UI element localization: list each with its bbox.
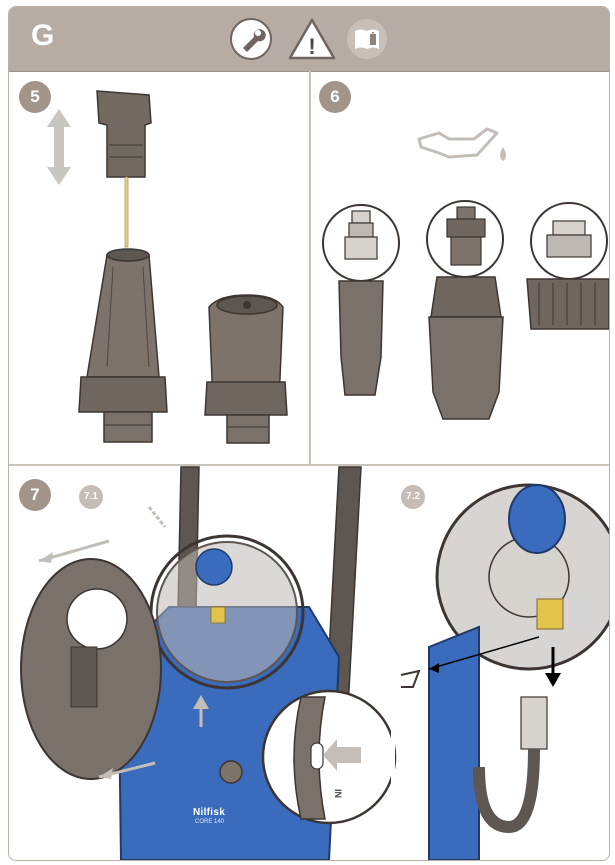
section-letter: G: [31, 19, 55, 52]
panel-divider-vertical: [309, 71, 311, 465]
wrench-icon: [230, 18, 272, 60]
illustration-artwork: IN: [20, 90, 609, 860]
retaining-clip: [400, 669, 421, 688]
swivel-connector: [536, 598, 564, 630]
rotary-nozzle: [208, 294, 284, 403]
press-latch-arrow-icon: [323, 739, 361, 771]
step-6-badge: 6: [319, 81, 351, 113]
substep-7-2-badge: 7.2: [401, 485, 425, 509]
brand-logo-text: Nilfisk: [193, 807, 226, 818]
svg-text:!: !: [308, 34, 315, 59]
hose-coupling-detail: [520, 696, 548, 750]
oil-drop-icon: [500, 147, 506, 161]
warning-icon: !: [288, 18, 336, 60]
oil-can-icon: [417, 127, 499, 159]
step-5-illustration: [47, 90, 288, 444]
svg-text:IN: IN: [333, 789, 343, 798]
instruction-sheet: G ! 5 6 7 7.1 7.2: [8, 6, 610, 861]
machine-knob: [219, 760, 243, 784]
step-7-badge: 7: [19, 479, 51, 511]
panel-divider-horizontal: [9, 464, 609, 466]
filter-cap-detail: [508, 484, 566, 554]
substep-7-1-badge: 7.1: [79, 485, 103, 509]
manual-book-icon: [347, 19, 387, 59]
up-down-arrow-icon: [47, 109, 71, 185]
step-6-illustration: [322, 127, 609, 420]
brand-model-text: CORE 140: [195, 819, 225, 825]
step-7-illustration: IN: [20, 466, 609, 860]
hose-connector: [210, 606, 226, 624]
step-5-badge: 5: [19, 81, 51, 113]
cleaning-needle: [124, 176, 129, 248]
filter-cap: [195, 548, 233, 586]
section-header: G !: [9, 7, 609, 72]
nozzle-cleaning-tool: [96, 90, 152, 178]
